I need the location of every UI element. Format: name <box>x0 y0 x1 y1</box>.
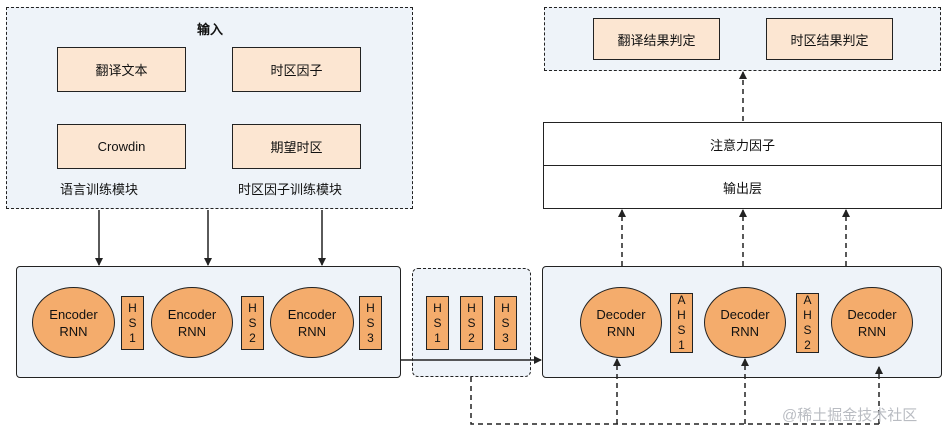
translation-result-box: 翻译结果判定 <box>593 18 720 60</box>
input-to-encoder-arrows <box>95 210 326 266</box>
encoder-rnn-1: Encoder RNN <box>32 287 115 358</box>
group-hidden-state-1: H S 1 <box>426 296 449 350</box>
decoder-rnn-3: Decoder RNN <box>831 287 913 358</box>
language-training-module-label: 语言训练模块 <box>60 182 139 197</box>
group-hidden-state-2: H S 2 <box>460 296 483 350</box>
timezone-result-box: 时区结果判定 <box>766 18 893 60</box>
crowdin-box: Crowdin <box>57 124 186 169</box>
hidden-state-1: H S 1 <box>121 296 144 350</box>
decoder-rnn-1: Decoder RNN <box>580 287 662 358</box>
watermark-text: @稀土掘金技术社区 <box>782 407 918 424</box>
input-panel-title: 输入 <box>197 22 224 37</box>
attention-factor-box: 注意力因子 <box>543 122 942 166</box>
timezone-factor-box: 时区因子 <box>232 47 361 92</box>
decoder-to-output-arrows <box>618 209 850 266</box>
translation-text-box: 翻译文本 <box>57 47 186 92</box>
encoder-rnn-2: Encoder RNN <box>151 287 233 358</box>
group-hidden-state-3: H S 3 <box>494 296 517 350</box>
timezone-training-module-label: 时区因子训练模块 <box>238 182 343 197</box>
input-panel: 输入 翻译文本 时区因子 Crowdin 期望时区 语言训练模块 时区因子训练模… <box>6 7 413 209</box>
expected-timezone-box: 期望时区 <box>232 124 361 169</box>
attention-hidden-state-2: A H S 2 <box>796 293 819 353</box>
attention-hidden-state-1: A H S 1 <box>670 293 693 353</box>
hidden-state-feedback-lines <box>470 358 883 425</box>
output-layer-box: 输出层 <box>543 165 942 209</box>
hidden-state-3: H S 3 <box>359 296 382 350</box>
hidden-state-2: H S 2 <box>241 296 264 350</box>
decoder-rnn-2: Decoder RNN <box>704 287 786 358</box>
encoder-rnn-3: Encoder RNN <box>270 287 354 358</box>
